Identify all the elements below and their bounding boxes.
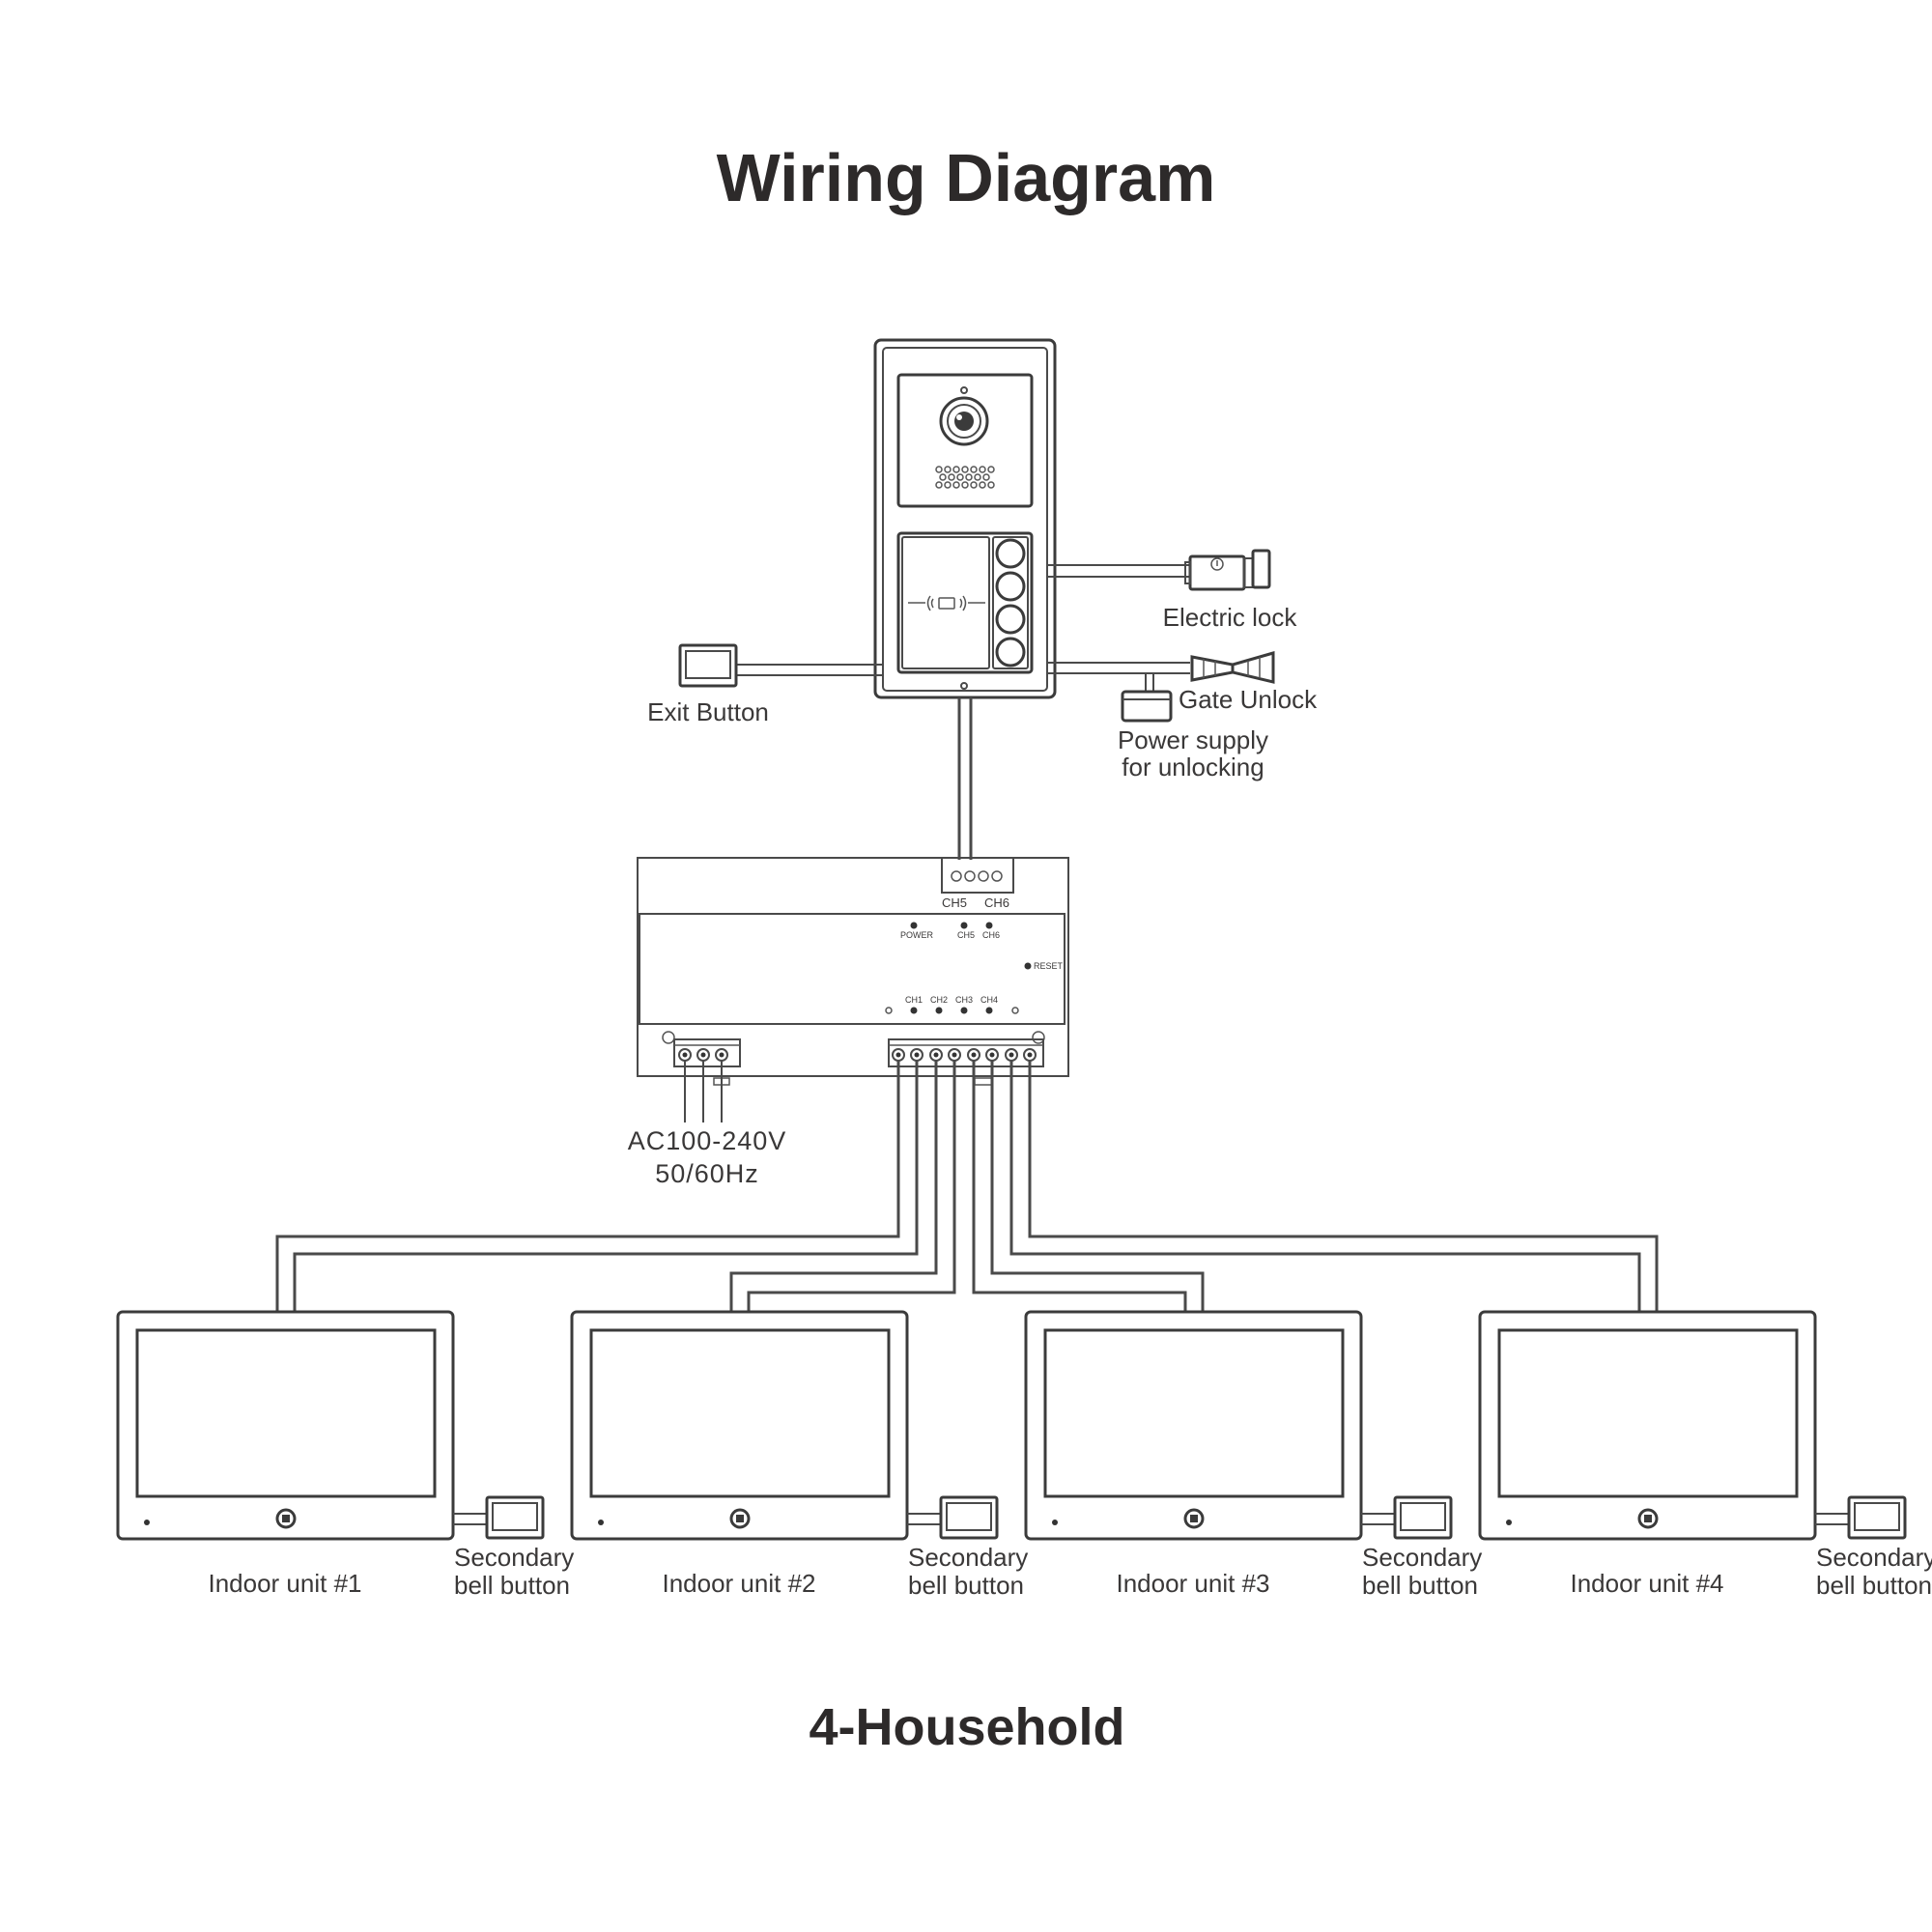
indoor-unit-label: Indoor unit #1 bbox=[208, 1569, 361, 1598]
exit-button-icon[interactable] bbox=[678, 643, 738, 688]
secondary-bell-button-icon[interactable] bbox=[1847, 1495, 1907, 1540]
indoor-unit-4: Indoor unit #4 Secondary bell button bbox=[1478, 1310, 1932, 1600]
home-button-icon[interactable] bbox=[729, 1508, 751, 1529]
ch5-led-label: CH5 bbox=[957, 930, 975, 940]
call-button-1[interactable] bbox=[995, 538, 1026, 569]
monitor-screen[interactable] bbox=[1497, 1328, 1799, 1498]
bell-button-label-line2: bell button bbox=[1816, 1571, 1932, 1600]
electric-lock-label: Electric lock bbox=[1163, 603, 1298, 632]
ch6-led-label: CH6 bbox=[982, 930, 1000, 940]
ch3-led-label: CH3 bbox=[955, 995, 973, 1005]
distributor-box: CH5 CH6 POWER CH5 CH6 RESET CH1 CH2 CH3 … bbox=[637, 857, 1069, 1086]
indoor-unit-label: Indoor unit #4 bbox=[1570, 1569, 1723, 1598]
secondary-bell-button-icon[interactable] bbox=[939, 1495, 999, 1540]
rfid-card-icon bbox=[908, 595, 985, 611]
monitor-screen[interactable] bbox=[135, 1328, 437, 1498]
ac-input-label-line2: 50/60Hz bbox=[655, 1159, 759, 1188]
page-title: Wiring Diagram bbox=[717, 140, 1216, 215]
indoor-unit-label: Indoor unit #2 bbox=[662, 1569, 815, 1598]
indoor-unit-label: Indoor unit #3 bbox=[1116, 1569, 1269, 1598]
call-button-4[interactable] bbox=[995, 637, 1026, 668]
ch2-led-label: CH2 bbox=[930, 995, 948, 1005]
call-button-3[interactable] bbox=[995, 604, 1026, 635]
power-supply-label-line1: Power supply bbox=[1118, 725, 1268, 754]
indoor-unit-1: Indoor unit #1 Secondary bell button bbox=[116, 1310, 574, 1600]
electric-lock-icon bbox=[1184, 549, 1271, 591]
bell-button-label-line1: Secondary bbox=[1816, 1543, 1932, 1572]
page-subtitle: 4-Household bbox=[809, 1698, 1124, 1756]
bell-button-label-line1: Secondary bbox=[908, 1543, 1028, 1572]
reset-label: RESET bbox=[1034, 961, 1064, 971]
indoor-wiring bbox=[275, 1061, 1659, 1312]
power-supply-label-line2: for unlocking bbox=[1122, 753, 1264, 781]
speaker-grille-icon bbox=[935, 466, 995, 489]
bell-button-label-line1: Secondary bbox=[454, 1543, 574, 1572]
ac-input-label-line1: AC100-240V bbox=[628, 1126, 787, 1155]
ch1-led-label: CH1 bbox=[905, 995, 923, 1005]
monitor-screen[interactable] bbox=[1043, 1328, 1345, 1498]
top-terminal-label-ch5: CH5 bbox=[942, 895, 967, 910]
home-button-icon[interactable] bbox=[275, 1508, 297, 1529]
gate-unlock-label: Gate Unlock bbox=[1179, 685, 1318, 714]
indoor-unit-3: Indoor unit #3 Secondary bell button bbox=[1024, 1310, 1482, 1600]
bell-button-label-line2: bell button bbox=[454, 1571, 570, 1600]
top-terminal-label-ch6: CH6 bbox=[984, 895, 1009, 910]
secondary-bell-button-icon[interactable] bbox=[1393, 1495, 1453, 1540]
indoor-unit-2: Indoor unit #2 Secondary bell button bbox=[570, 1310, 1028, 1600]
home-button-icon[interactable] bbox=[1183, 1508, 1205, 1529]
bell-button-label-line1: Secondary bbox=[1362, 1543, 1482, 1572]
camera-icon bbox=[939, 396, 989, 446]
ch4-led-label: CH4 bbox=[980, 995, 998, 1005]
unlock-power-supply-icon bbox=[1121, 690, 1173, 723]
call-button-2[interactable] bbox=[995, 571, 1026, 602]
reset-button[interactable] bbox=[1024, 962, 1032, 970]
gate-unlock-icon bbox=[1190, 651, 1275, 684]
secondary-bell-button-icon[interactable] bbox=[485, 1495, 545, 1540]
bell-button-label-line2: bell button bbox=[908, 1571, 1024, 1600]
exit-button-label: Exit Button bbox=[647, 697, 769, 726]
home-button-icon[interactable] bbox=[1637, 1508, 1659, 1529]
power-led-label: POWER bbox=[900, 930, 934, 940]
outdoor-station bbox=[873, 338, 1057, 699]
bell-button-label-line2: bell button bbox=[1362, 1571, 1478, 1600]
monitor-screen[interactable] bbox=[589, 1328, 891, 1498]
